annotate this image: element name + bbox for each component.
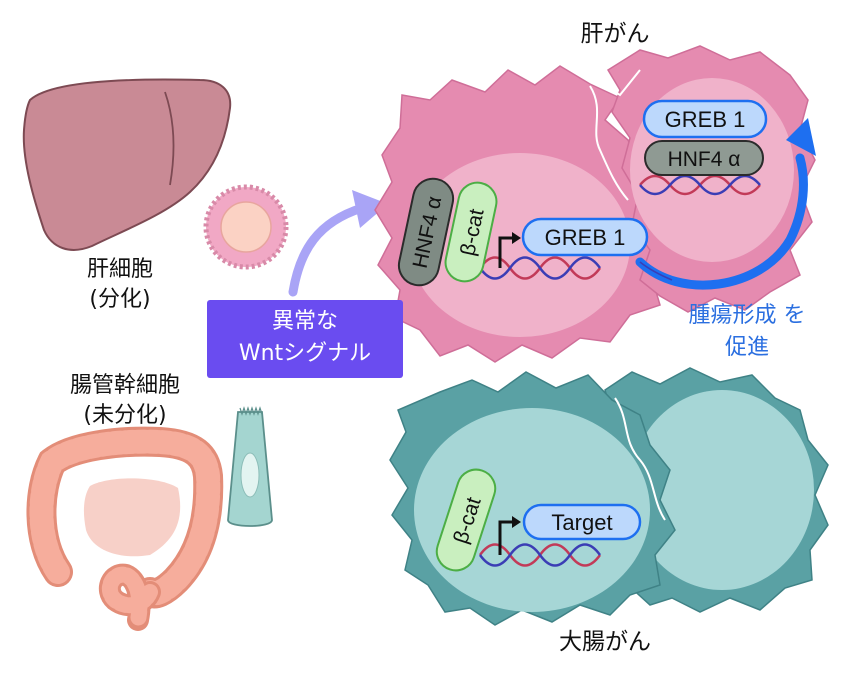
- liver-organ: [22, 78, 232, 251]
- intestinal-stem-label-line2: (未分化): [83, 403, 167, 428]
- target-pill-label: Target: [551, 510, 612, 535]
- greb1-pill-liver-label: GREB 1: [545, 225, 626, 250]
- beta-cat-pill-liver: β-cat: [444, 181, 498, 283]
- greb1-pill-upper-label: GREB 1: [665, 107, 746, 132]
- colon-cancer-cell-right: [597, 367, 829, 613]
- target-pill: Target: [522, 503, 642, 541]
- hnf4a-pill-horizontal: HNF4 α: [644, 140, 764, 176]
- hnf4a-pill-horizontal-label: HNF4 α: [668, 148, 741, 171]
- hepatocyte-label-line2: (分化): [89, 287, 151, 312]
- wnt-signal-label-line2: Wntシグナル: [238, 341, 372, 366]
- wnt-signal-label-line1: 異常な: [271, 309, 338, 334]
- dna-helix-liver-right: [639, 174, 761, 196]
- colon-organ: [26, 426, 224, 631]
- promote-label-line2: 促進: [724, 335, 769, 360]
- transcription-arrow-liver: [498, 236, 512, 268]
- greb1-pill-upper: GREB 1: [642, 99, 768, 139]
- promote-label-line1: 腫瘍形成 を: [688, 303, 806, 328]
- hnf4a-pill-vertical: HNF4 α: [397, 177, 455, 287]
- intestinal-stem-label-line1: 腸管幹細胞: [69, 373, 180, 398]
- transcription-arrow-colon: [498, 520, 512, 555]
- beta-cat-pill-colon: β-cat: [435, 468, 497, 572]
- liver-cancer-label: 肝がん: [580, 21, 650, 47]
- wnt-signal-box: 異常な Wntシグナル: [207, 300, 403, 378]
- colon-cancer-label: 大腸がん: [559, 629, 651, 655]
- hepatocyte-cell: [203, 184, 289, 270]
- intestinal-stem-cell: [227, 406, 273, 527]
- greb1-pill-liver: GREB 1: [521, 217, 649, 257]
- hepatocyte-label-line1: 肝細胞: [86, 257, 153, 282]
- wnt-arrow: [288, 203, 367, 297]
- feedback-arrow: [635, 153, 808, 290]
